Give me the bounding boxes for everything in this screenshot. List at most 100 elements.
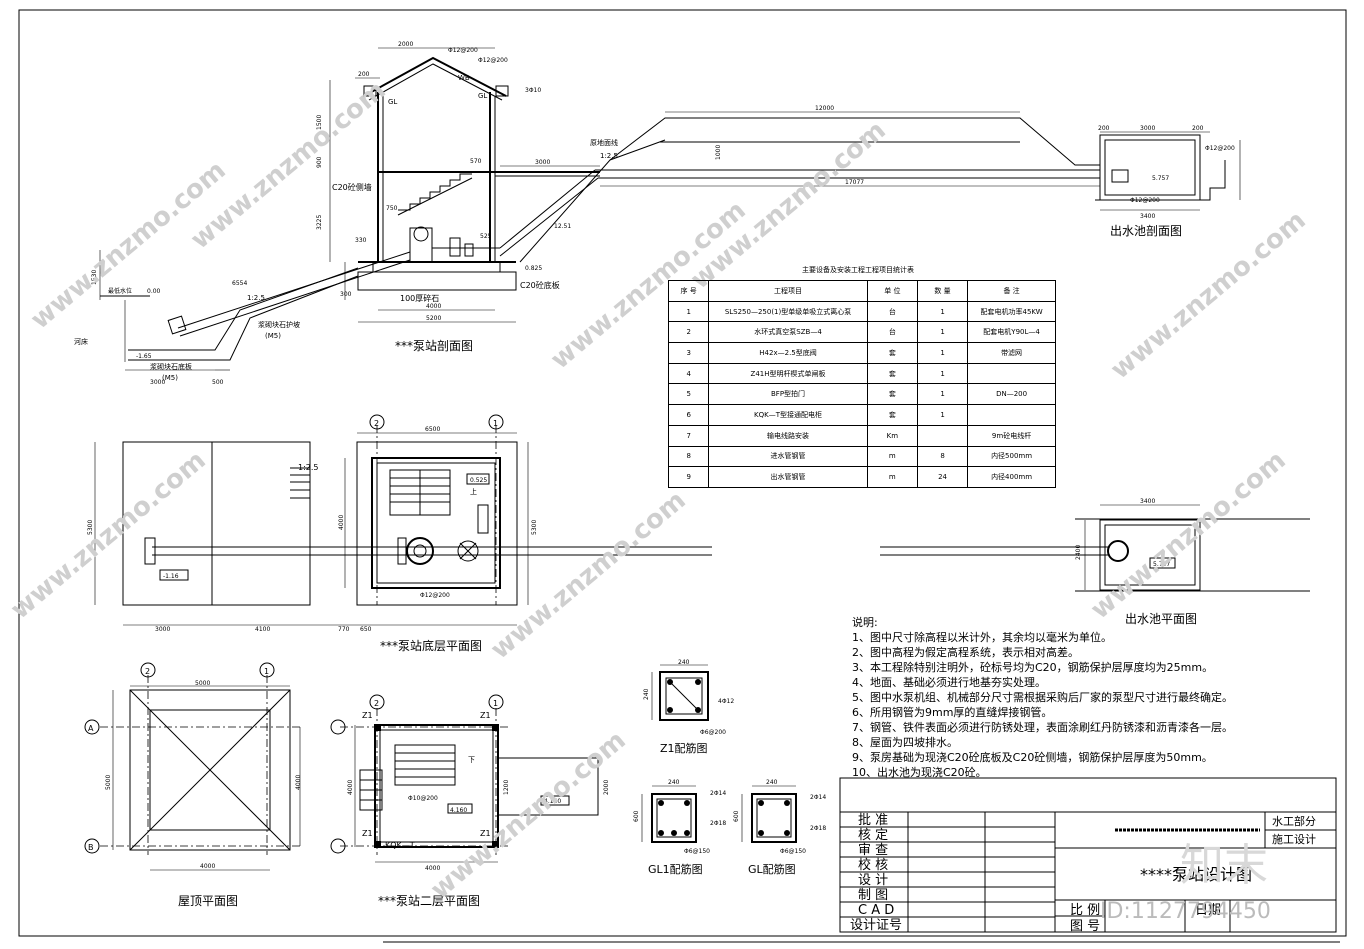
- label-2phi18: 2Φ18: [710, 820, 726, 827]
- axis-2b: 2: [374, 699, 379, 708]
- label-2phi14: 2Φ14: [710, 790, 726, 797]
- dim-12000: 12000: [815, 105, 834, 112]
- dim-770: 770: [338, 626, 350, 633]
- label-m5b: (M5): [162, 374, 178, 382]
- dim-200: 200: [358, 71, 370, 78]
- table-cell: Km: [866, 424, 918, 447]
- dim-1000: 1000: [715, 145, 722, 160]
- table-cell: BFP型拍门: [708, 383, 868, 406]
- dim-330: 330: [355, 237, 367, 244]
- sheet-border: [18, 9, 1347, 937]
- dim-roof-5000: 5000: [195, 680, 210, 687]
- label-z1b: Z1: [480, 711, 491, 720]
- label-elev-5757: 5.757: [1152, 175, 1169, 182]
- axis-2c: 2: [374, 419, 379, 428]
- pump-ground-plan: [94, 414, 712, 626]
- table-cell: [916, 424, 969, 447]
- label-phi12-200e: Φ12@200: [420, 592, 450, 599]
- note-item: 10、出水池为现浇C20砼。: [852, 766, 987, 779]
- table-cell: 出水管钢管: [708, 466, 868, 488]
- dim-525: 525: [480, 233, 492, 240]
- label-z1d: Z1: [480, 829, 491, 838]
- dim-slope-500: 500: [212, 379, 224, 386]
- label-c20-wall: C20砼侧墙: [332, 182, 372, 192]
- dim-5200: 5200: [426, 315, 441, 322]
- tb-role-review: 审 查: [858, 843, 888, 858]
- dim-outlet-3400: 3400: [1140, 213, 1155, 220]
- axis-1: 1: [264, 667, 269, 676]
- label-phi6-150: Φ6@150: [684, 848, 710, 855]
- tb-role-cert: 设计证号: [850, 918, 902, 933]
- tb-role-design: 设 计: [858, 873, 888, 888]
- dim-900: 900: [316, 156, 323, 168]
- label-z1a: Z1: [362, 711, 373, 720]
- dim-z1-240: 240: [678, 659, 690, 666]
- table-cell: 台: [866, 300, 918, 323]
- note-item: 9、泵房基础为现浇C20砼底板及C20砼侧墙，钢筋保护层厚度为50mm。: [852, 751, 1213, 764]
- table-cell: KQK—T型接通配电柜: [708, 404, 868, 426]
- table-cell: 1: [916, 383, 969, 406]
- dim-gl-600: 600: [733, 810, 740, 822]
- tb-drawing-name: ****泵站设计图: [1140, 865, 1252, 884]
- dim-plan-3000: 3000: [155, 626, 170, 633]
- tb-role-cad: C A D: [858, 903, 894, 918]
- title-block: [839, 777, 1337, 933]
- table-cell: [967, 362, 1056, 385]
- label-2phi14b: 2Φ14: [810, 794, 826, 801]
- dim-roof-4000: 4000: [200, 863, 215, 870]
- label-shang: 上: [470, 487, 477, 496]
- table-cell: Z41H型明杆楔式单闸板: [708, 362, 868, 385]
- table-cell: m: [866, 445, 918, 468]
- dim-750: 750: [386, 205, 398, 212]
- label-pipe-1251: 12.51: [554, 223, 571, 230]
- table-cell: 1: [916, 362, 969, 385]
- tb-stage: 施工设计: [1272, 833, 1316, 846]
- axis-1c: 1: [493, 419, 498, 428]
- axis-2: 2: [145, 667, 150, 676]
- note-item: 5、图中水泵机组、机械部分尺寸需根据采购后厂家的泵型尺寸进行最终确定。: [852, 691, 1233, 704]
- watermark-7: www.znzmo.com: [485, 485, 691, 665]
- table-cell: 配套电机Y90L—4: [967, 321, 1056, 344]
- title-gl-rebar: GL配筋图: [748, 862, 796, 876]
- watermark-brand: 知末: [1180, 840, 1268, 891]
- table-cell: 7: [667, 424, 710, 447]
- notes-heading: 说明:: [852, 616, 878, 629]
- label-elev-5757b: 5.757: [1153, 561, 1170, 568]
- note-item: 7、钢管、铁件表面必须进行防锈处理，表面涂刷红丹防锈漆和沥青漆各一层。: [852, 721, 1233, 734]
- tb-role-approve: 批 准: [858, 813, 888, 828]
- tb-role-check: 校 核: [858, 857, 888, 873]
- table-cell: DN—200: [967, 383, 1056, 406]
- label-pipe-6554: 6554: [232, 280, 247, 287]
- watermarks: www.znzmo.com www.znzmo.com www.znzmo.co…: [5, 75, 1311, 924]
- dim-second-4000: 4000: [425, 865, 440, 872]
- tb-dept: 水工部分: [1272, 814, 1316, 828]
- table-header-cell: 序 号: [667, 280, 710, 302]
- dim-roof-4000v: 4000: [295, 775, 302, 790]
- table-cell: H42x—2.5型底阀: [708, 342, 868, 364]
- label-phi12-200c: Φ12@200: [1205, 145, 1235, 152]
- label-slope3: 1:2.5: [247, 294, 265, 302]
- dim-outlet-200b: 200: [1192, 125, 1204, 132]
- label-slope2: 1:2.5: [600, 152, 618, 160]
- dim-outlet-3000: 3000: [1140, 125, 1155, 132]
- table-cell: 台: [866, 321, 918, 344]
- label-z1c: Z1: [362, 829, 373, 838]
- drawing-text: ***泵站剖面图 ***泵站底层平面图 屋顶平面图 ***泵站二层平面图 出水池…: [74, 41, 1316, 934]
- label-elev-000: 0.00: [147, 288, 161, 295]
- tb-date: 日期: [1195, 903, 1221, 918]
- table-cell: 8: [667, 445, 710, 468]
- table-cell: 1: [916, 404, 969, 426]
- dim-4100: 4100: [255, 626, 270, 633]
- title-z1-rebar: Z1配筋图: [660, 741, 708, 755]
- label-gl1: GL: [388, 98, 397, 106]
- table-cell: 带滤网: [967, 342, 1056, 364]
- dim-pool-3400: 3400: [1140, 498, 1155, 505]
- title-pump-section: ***泵站剖面图: [395, 339, 473, 353]
- table-cell: 9: [667, 466, 710, 488]
- table-cell: 水环式真空泵SZB—4: [708, 321, 868, 344]
- table-header-cell: 备 注: [967, 280, 1056, 302]
